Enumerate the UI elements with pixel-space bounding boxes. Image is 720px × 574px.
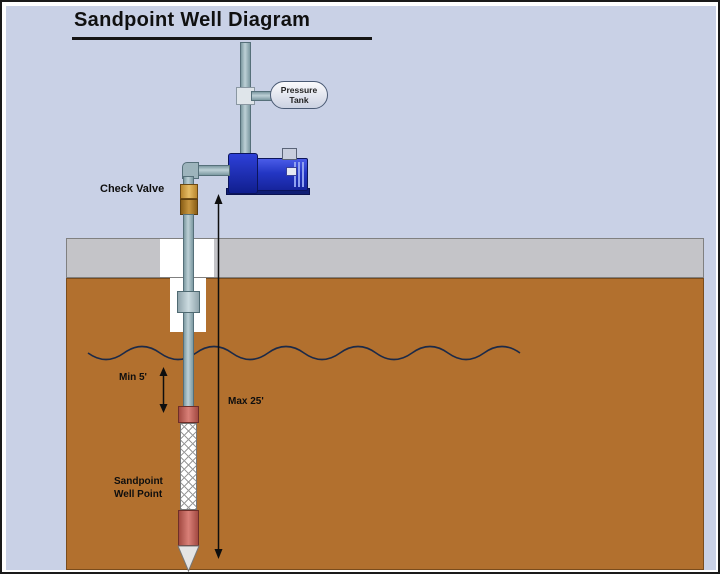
pump-motor: [254, 158, 308, 191]
pipe-coupling: [177, 291, 200, 313]
pressure-tank: Pressure Tank: [270, 81, 328, 109]
min-depth-label: Min 5': [119, 372, 147, 383]
motor-nameplate: [286, 167, 297, 176]
page-title: Sandpoint Well Diagram: [74, 9, 311, 31]
well-point-label: Sandpoint Well Point: [114, 476, 163, 500]
check-valve: [180, 184, 198, 199]
title-underline: [72, 37, 372, 40]
check-valve-label: Check Valve: [100, 183, 165, 195]
well-point-top-coupling: [178, 406, 199, 423]
check-valve-body: [180, 199, 198, 215]
pump-outlet-pipe: [194, 165, 230, 176]
well-point-screen: [180, 423, 197, 510]
max-depth-label: Max 25': [228, 396, 264, 407]
pump-head: [228, 153, 258, 194]
well-point-lower-section: [178, 510, 199, 546]
pump-cap: [282, 148, 297, 160]
soil-region: [66, 278, 704, 570]
